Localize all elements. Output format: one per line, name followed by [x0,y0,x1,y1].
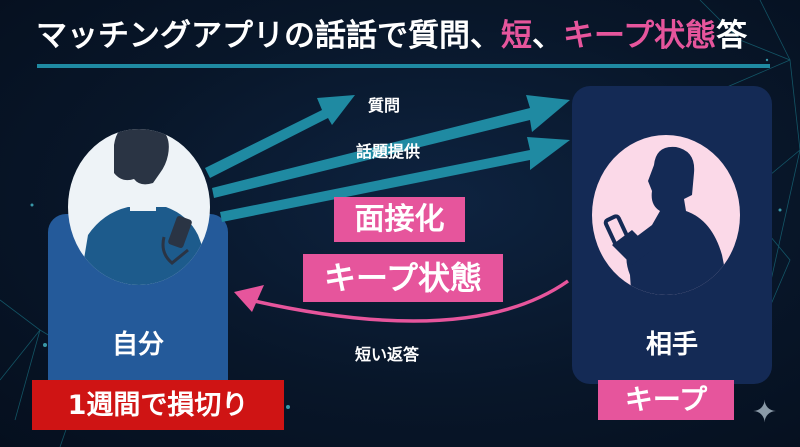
topic-label: 話題提供 [356,142,421,161]
person-with-phone-icon [68,129,210,285]
title-part: 、 [532,18,563,54]
title-underline [37,64,770,68]
cut-loss-badge: 1週間で損切り [32,380,284,430]
title-highlight: キープ状態 [563,18,717,54]
partner-label: 相手 [645,330,698,360]
person-silhouette-with-phone-icon [592,135,740,295]
interview-tag: 面接化 [334,197,465,242]
title-part: 答 [716,18,748,54]
question-label: 質問 [368,96,401,115]
keep-state-tag: キープ状態 [303,254,503,302]
sparkle-icon: ✦ [752,395,778,430]
return-arrow-icon [234,279,570,323]
outgoing-arrow-icon [205,95,570,222]
keep-badge: キープ [598,380,734,420]
short-reply-label: 短い返答 [355,345,420,364]
self-label: 自分 [111,330,164,360]
page-title: マッチングアプリの話話で質問、短、キープ状態答 [36,14,747,58]
title-part: マッチングアプリの話話で質問、 [36,18,501,54]
title-highlight: 短 [501,18,532,54]
